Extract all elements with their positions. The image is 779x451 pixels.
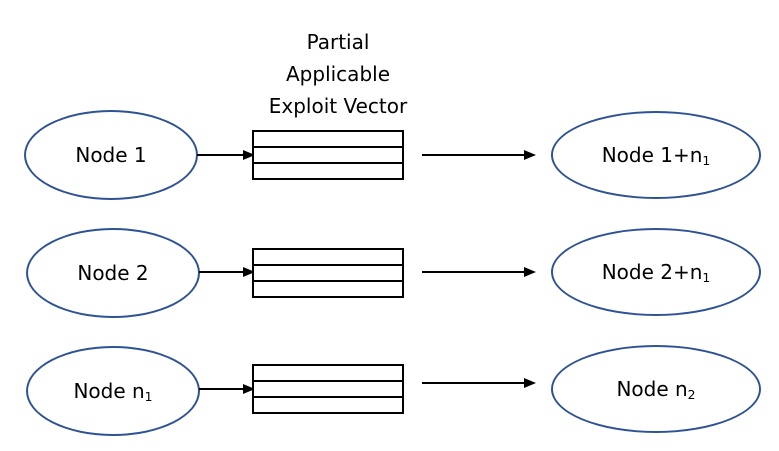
- source-node-3-label: Node n1: [73, 379, 153, 405]
- source-node-3-sub: 1: [144, 389, 153, 405]
- arrow-source-to-vector-2: [199, 266, 255, 278]
- target-node-2[interactable]: Node 2+n1: [551, 228, 761, 316]
- source-node-1[interactable]: Node 1: [24, 110, 198, 200]
- target-node-3-label: Node n2: [616, 377, 696, 403]
- vector-cell: [254, 282, 402, 296]
- vector-cell: [254, 398, 402, 412]
- arrow-source-to-vector-1: [197, 149, 255, 161]
- source-node-2-label: Node 2: [77, 263, 148, 283]
- target-node-3-base: Node n: [616, 377, 688, 401]
- arrow-vector-to-target-3: [422, 377, 536, 389]
- target-node-2-base: Node 2+n: [601, 260, 703, 284]
- source-node-1-label: Node 1: [75, 145, 146, 165]
- source-node-2-base: Node 2: [77, 261, 149, 285]
- vector-cell: [254, 366, 402, 382]
- target-node-1-sub: 1: [702, 153, 711, 169]
- exploit-vector-box-1[interactable]: [252, 130, 404, 180]
- exploit-vector-box-3[interactable]: [252, 364, 404, 414]
- target-node-1[interactable]: Node 1+n1: [551, 111, 761, 199]
- source-node-1-base: Node 1: [75, 143, 147, 167]
- arrow-source-to-vector-3: [199, 383, 255, 395]
- arrow-vector-to-target-2: [422, 266, 536, 278]
- vector-cell: [254, 132, 402, 148]
- source-node-2[interactable]: Node 2: [26, 228, 200, 318]
- target-node-1-label: Node 1+n1: [601, 143, 711, 169]
- vector-title: Partial Applicable Exploit Vector: [268, 30, 408, 118]
- target-node-2-sub: 1: [702, 270, 711, 286]
- exploit-vector-box-2[interactable]: [252, 248, 404, 298]
- arrow-vector-to-target-1: [422, 149, 536, 161]
- target-node-2-label: Node 2+n1: [601, 260, 711, 286]
- source-node-3[interactable]: Node n1: [26, 346, 200, 436]
- vector-cell: [254, 164, 402, 178]
- target-node-1-base: Node 1+n: [601, 143, 703, 167]
- vector-cell: [254, 266, 402, 282]
- source-node-3-base: Node n: [73, 379, 145, 403]
- vector-cell: [254, 250, 402, 266]
- target-node-3[interactable]: Node n2: [551, 345, 761, 433]
- target-node-3-sub: 2: [687, 387, 696, 403]
- vector-cell: [254, 382, 402, 398]
- vector-cell: [254, 148, 402, 164]
